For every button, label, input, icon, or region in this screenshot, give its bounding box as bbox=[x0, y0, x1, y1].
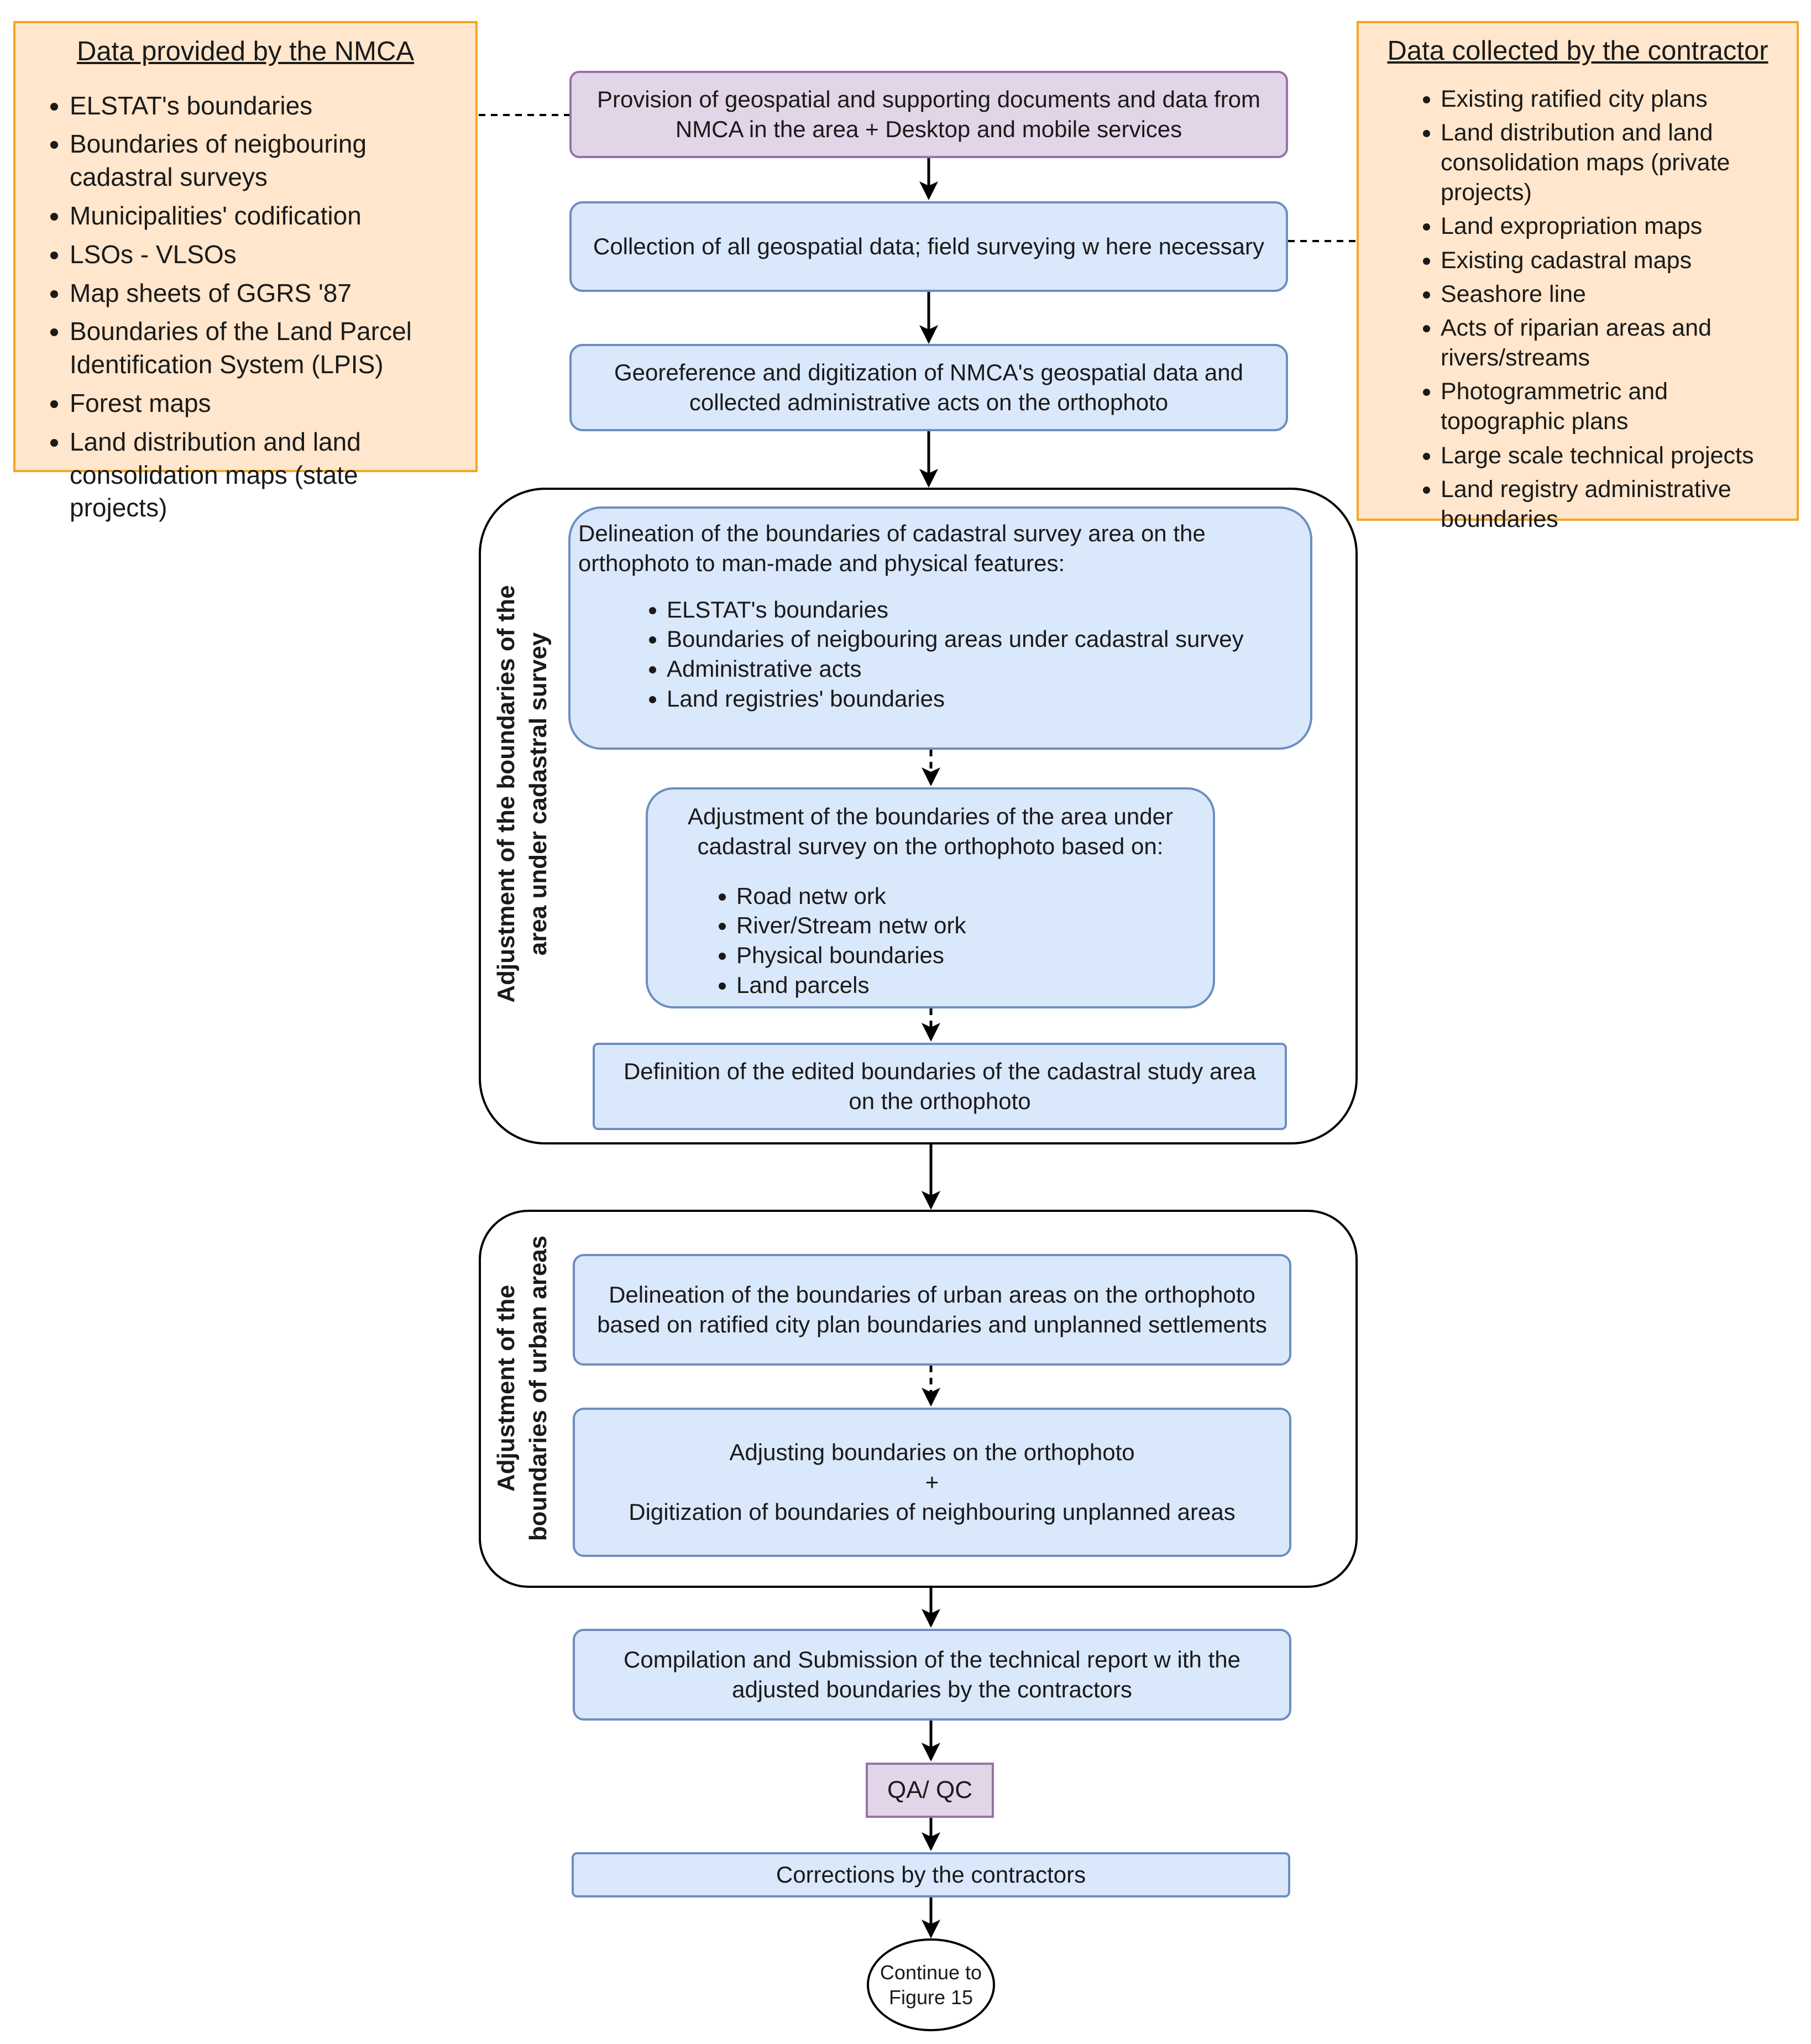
group-cadastral-boundaries bbox=[479, 488, 1358, 1144]
contractor-data-box: Data collected by the contractor Existin… bbox=[1357, 21, 1799, 532]
definition-step-text: Definition of the edited boundaries of t… bbox=[623, 1058, 1257, 1114]
compilation-step-text: Compilation and Submission of the techni… bbox=[624, 1646, 1241, 1702]
nmca-data-box: Data provided by the NMCA ELSTAT's bound… bbox=[13, 21, 478, 522]
list-item: Land parcels bbox=[736, 970, 966, 1000]
group-label-line: boundaries of urban areas bbox=[525, 1235, 552, 1541]
list-item: Existing cadastral maps bbox=[1441, 245, 1775, 275]
group-urban-boundaries-label: Adjustment of the boundaries of urban ar… bbox=[486, 1220, 558, 1557]
list-item: Large scale technical projects bbox=[1441, 441, 1775, 471]
list-item: Municipalities' codification bbox=[70, 200, 453, 233]
nmca-data-list: ELSTAT's boundaries Boundaries of neigbo… bbox=[38, 90, 453, 525]
continue-terminal: Continue to Figure 15 bbox=[867, 1938, 995, 2031]
group-cadastral-boundaries-label: Adjustment of the boundaries of the area… bbox=[486, 567, 558, 1021]
cadastral-delineation-text: Delineation of the boundaries of cadastr… bbox=[578, 520, 1206, 576]
contractor-data-heading: Data collected by the contractor bbox=[1387, 36, 1768, 66]
adjusting-line: Adjusting boundaries on the orthophoto bbox=[729, 1439, 1135, 1466]
group-urban-boundaries bbox=[479, 1210, 1358, 1588]
provision-step: Provision of geospatial and supporting d… bbox=[569, 71, 1288, 158]
group-label-line: Adjustment of the bbox=[492, 1285, 520, 1492]
list-item: River/Stream netw ork bbox=[736, 911, 966, 940]
list-item: ELSTAT's boundaries bbox=[667, 595, 1244, 625]
nmca-data-heading: Data provided by the NMCA bbox=[76, 36, 415, 66]
adjusting-plus: + bbox=[925, 1469, 939, 1496]
collection-step-text: Collection of all geospatial data; field… bbox=[593, 233, 1264, 260]
qaqc-step: QA/ QC bbox=[866, 1763, 994, 1818]
list-item: Land expropriation maps bbox=[1441, 211, 1775, 241]
adjusting-line: Digitization of boundaries of neighbouri… bbox=[629, 1498, 1236, 1525]
corrections-step-text: Corrections by the contractors bbox=[776, 1862, 1086, 1888]
urban-delineation-step: Delineation of the boundaries of urban a… bbox=[573, 1254, 1291, 1366]
cadastral-adjustment-step: Adjustment of the boundaries of the area… bbox=[646, 787, 1215, 1008]
list-item: Administrative acts bbox=[667, 654, 1244, 684]
terminal-line: Figure 15 bbox=[888, 1986, 973, 2009]
group-label-line: Adjustment of the boundaries of the bbox=[492, 585, 520, 1003]
cadastral-delineation-list: ELSTAT's boundaries Boundaries of neigbo… bbox=[578, 595, 1244, 714]
list-item: Land registry administrative boundaries bbox=[1441, 474, 1775, 534]
list-item: Physical boundaries bbox=[736, 940, 966, 970]
cadastral-delineation-step: Delineation of the boundaries of cadastr… bbox=[568, 506, 1312, 750]
group-label-line: area under cadastral survey bbox=[525, 632, 552, 956]
provision-step-text: Provision of geospatial and supporting d… bbox=[596, 86, 1261, 142]
list-item: Photogrammetric and topographic plans bbox=[1441, 377, 1775, 436]
list-item: Boundaries of neigbouring areas under ca… bbox=[667, 624, 1244, 654]
list-item: Map sheets of GGRS '87 bbox=[70, 277, 453, 310]
adjusting-boundaries-step: Adjusting boundaries on the orthophoto +… bbox=[573, 1408, 1291, 1557]
corrections-step: Corrections by the contractors bbox=[572, 1852, 1290, 1897]
cadastral-adjustment-text: Adjustment of the boundaries of the area… bbox=[688, 803, 1173, 859]
list-item: Boundaries of the Land Parcel Identifica… bbox=[70, 315, 453, 381]
list-item: ELSTAT's boundaries bbox=[70, 90, 453, 123]
list-item: Existing ratified city plans bbox=[1441, 84, 1775, 114]
list-item: Forest maps bbox=[70, 387, 453, 420]
list-item: Land distribution and land consolidation… bbox=[70, 426, 453, 525]
list-item: Road netw ork bbox=[736, 881, 966, 911]
list-item: LSOs - VLSOs bbox=[70, 238, 453, 271]
qaqc-step-text: QA/ QC bbox=[887, 1776, 973, 1803]
compilation-step: Compilation and Submission of the techni… bbox=[573, 1629, 1291, 1721]
list-item: Land registries' boundaries bbox=[667, 684, 1244, 714]
list-item: Acts of riparian areas and rivers/stream… bbox=[1441, 313, 1775, 373]
list-item: Boundaries of neigbouring cadastral surv… bbox=[70, 128, 453, 194]
list-item: Land distribution and land consolidation… bbox=[1441, 118, 1775, 208]
georeference-step: Georeference and digitization of NMCA's … bbox=[569, 344, 1288, 431]
list-item: Seashore line bbox=[1441, 279, 1775, 309]
definition-step: Definition of the edited boundaries of t… bbox=[593, 1043, 1287, 1130]
contractor-data-list: Existing ratified city plans Land distri… bbox=[1409, 84, 1775, 534]
collection-step: Collection of all geospatial data; field… bbox=[569, 201, 1288, 292]
cadastral-adjustment-list: Road netw ork River/Stream netw ork Phys… bbox=[648, 881, 966, 1000]
georeference-step-text: Georeference and digitization of NMCA's … bbox=[614, 359, 1244, 415]
urban-delineation-text: Delineation of the boundaries of urban a… bbox=[597, 1282, 1267, 1337]
terminal-line: Continue to bbox=[880, 1961, 982, 1984]
